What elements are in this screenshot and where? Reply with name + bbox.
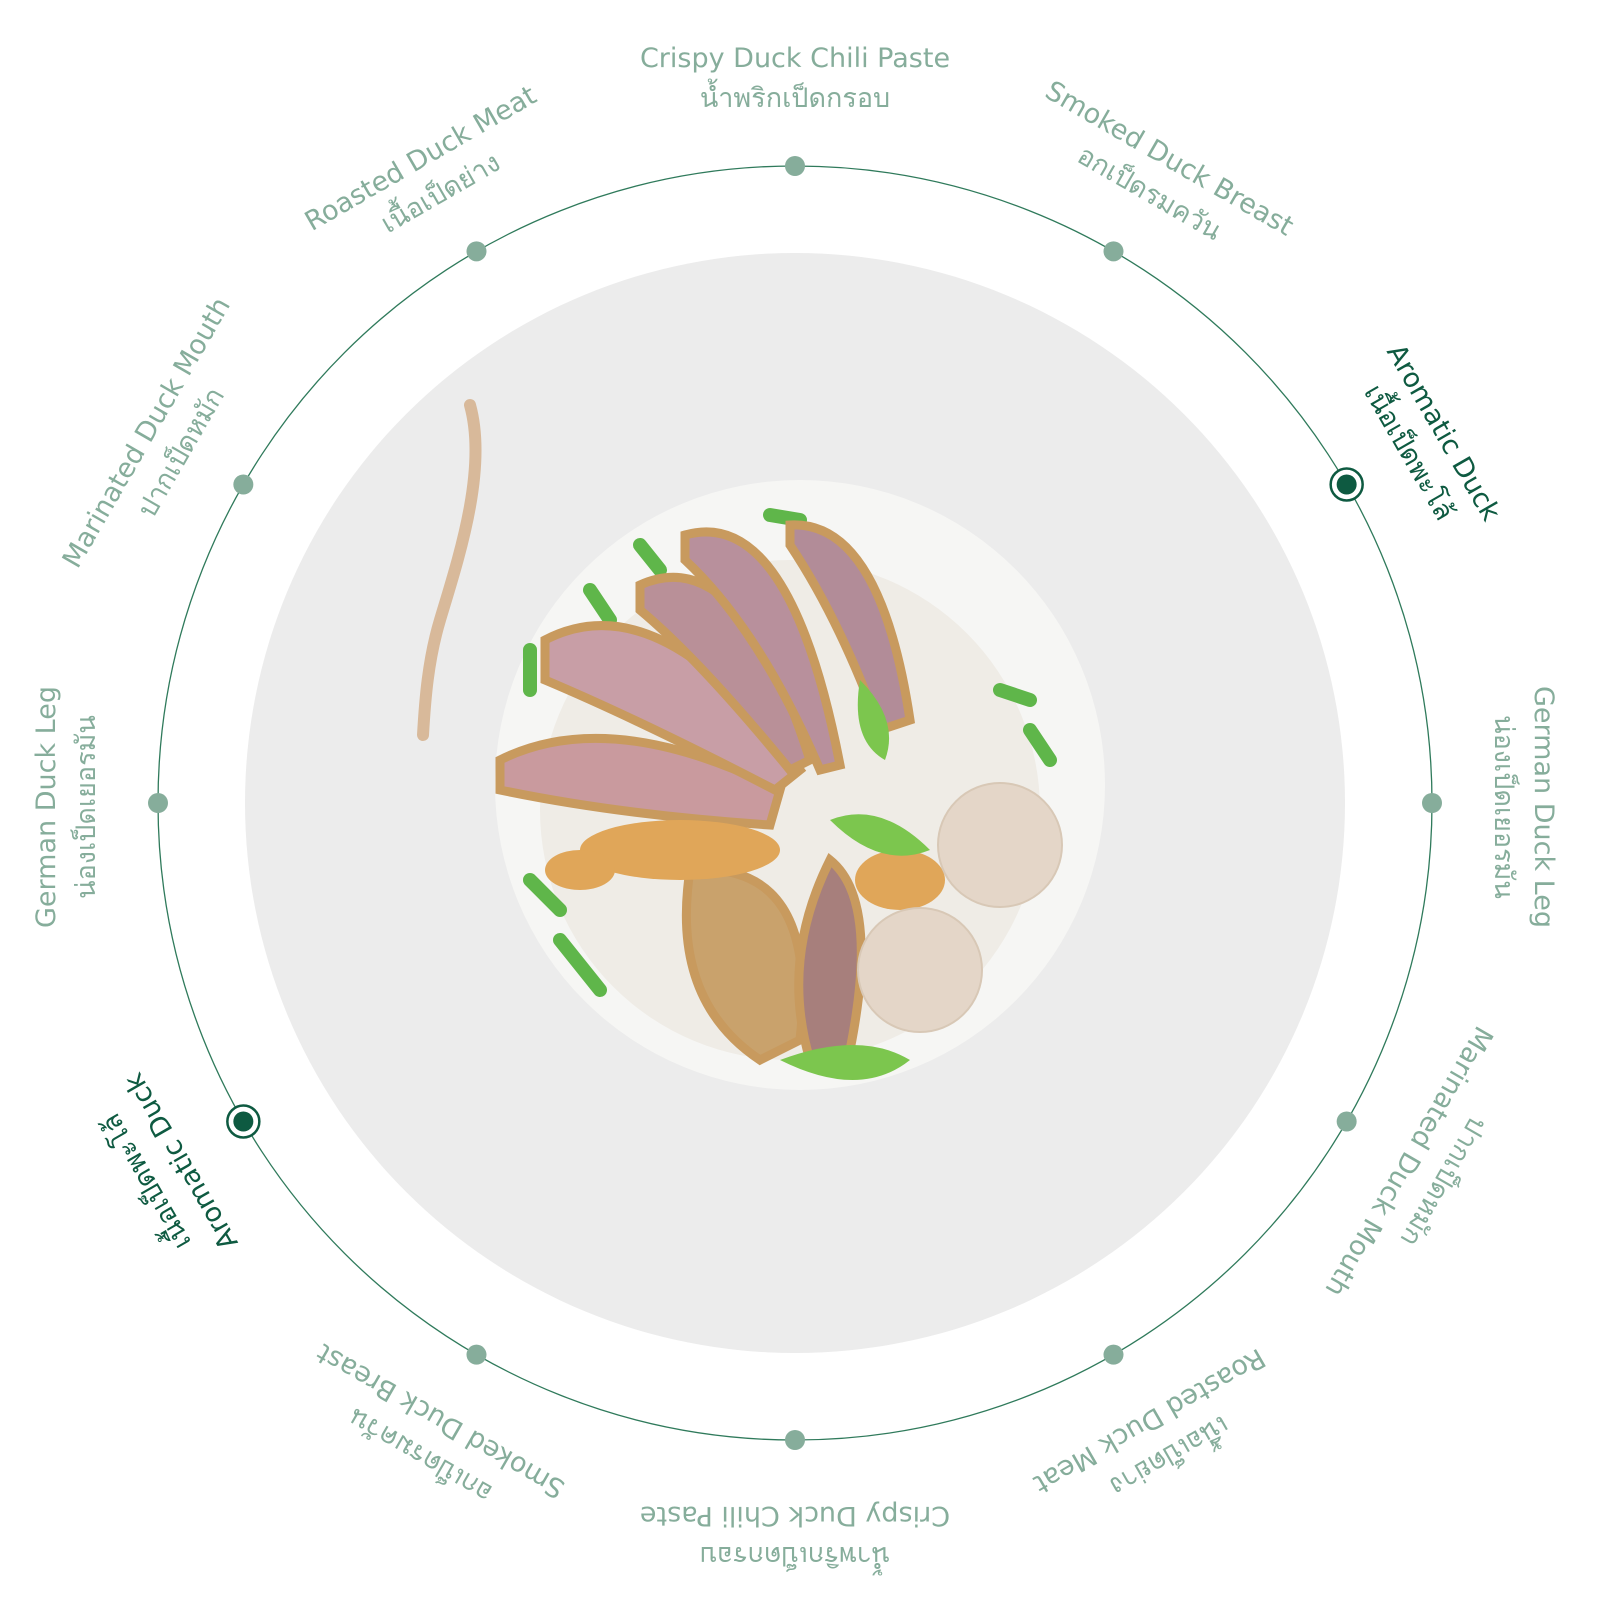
menu-dot-4[interactable] [1336, 1111, 1357, 1132]
menu-dot-10[interactable] [233, 474, 254, 495]
dot-core [1103, 241, 1124, 262]
menu-dot-1[interactable] [1103, 241, 1124, 262]
menu-item-label-3[interactable]: German Duck Leg น่องเป็ดเยอรมัน [1483, 627, 1563, 987]
label-english: Crispy Duck Chili Paste [639, 43, 951, 74]
dot-core [1336, 474, 1357, 495]
menu-dot-11[interactable] [466, 241, 487, 262]
duck-slices [495, 520, 916, 1066]
label-english: German Duck Leg [31, 686, 62, 928]
dish-photo [245, 253, 1345, 1353]
dot-core [233, 474, 254, 495]
menu-dot-2[interactable] [1329, 467, 1364, 502]
label-thai: น้ำพริกเป็ดกรอบ [699, 83, 891, 114]
dot-core [1103, 1344, 1124, 1365]
dot-core [1336, 1111, 1357, 1132]
menu-dot-3[interactable] [1422, 793, 1442, 813]
label-english: German Duck Leg [1528, 686, 1559, 928]
label-thai: น่องเป็ดเยอรมัน [71, 715, 102, 899]
menu-dots [148, 156, 1442, 1450]
dot-core [1422, 793, 1442, 813]
scallions [523, 508, 1057, 997]
label-thai: น่องเป็ดเยอรมัน [1488, 715, 1519, 899]
menu-dot-6[interactable] [785, 1430, 805, 1450]
dot-core [466, 241, 487, 262]
menu-dot-7[interactable] [466, 1344, 487, 1365]
menu-item-label-0[interactable]: Crispy Duck Chili Paste น้ำพริกเป็ดกรอบ [615, 39, 975, 119]
menu-item-label-9[interactable]: German Duck Leg น่องเป็ดเยอรมัน [27, 627, 107, 987]
celery-leaves [780, 680, 930, 1080]
label-thai: น้ำพริกเป็ดกรอบ [699, 1540, 891, 1571]
menu-dot-0[interactable] [785, 156, 805, 176]
spice-smear [417, 399, 482, 741]
label-english: Crispy Duck Chili Paste [639, 1500, 951, 1531]
fried-garlic [545, 820, 945, 910]
dot-core [785, 156, 805, 176]
dot-core [233, 1111, 254, 1132]
dot-core [148, 793, 168, 813]
menu-dot-5[interactable] [1103, 1344, 1124, 1365]
menu-item-label-6[interactable]: น้ำพริกเป็ดกรอบ Crispy Duck Chili Paste [615, 1495, 975, 1575]
menu-dot-8[interactable] [226, 1104, 261, 1139]
dot-core [466, 1344, 487, 1365]
menu-dot-9[interactable] [148, 793, 168, 813]
dot-core [785, 1430, 805, 1450]
duck-balls [857, 782, 1063, 1033]
